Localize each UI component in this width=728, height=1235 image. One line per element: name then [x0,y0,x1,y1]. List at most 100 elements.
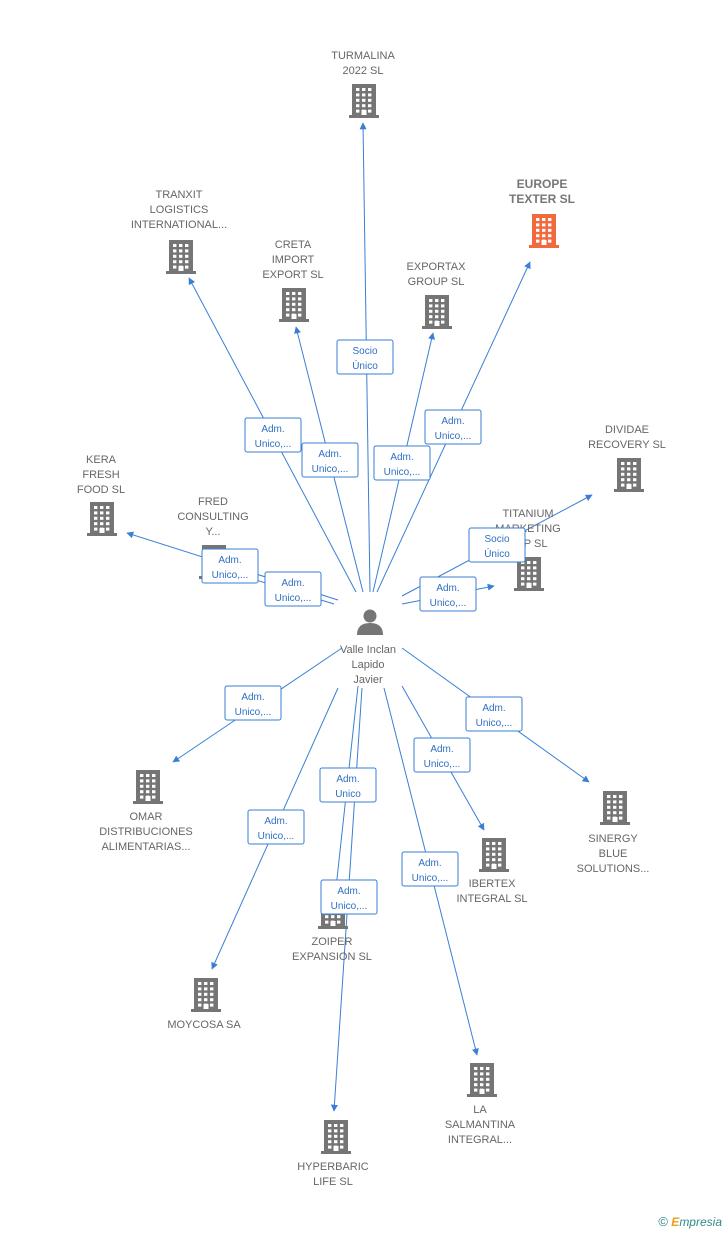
edge-label-box [319,767,377,803]
edge-label-text-line: Adm. [336,774,359,785]
edge-label-creta[interactable]: Adm. Unico,... [301,442,359,478]
edge-label-exportax[interactable]: Adm.Unico,... [373,445,431,481]
edge-label-text-line: Adm. [318,449,341,460]
company-label-line: 2022 SL [343,65,384,77]
edge-label-text-line: Unico,... [312,464,349,475]
edge-label-kera[interactable]: Adm.Unico,... [201,548,259,584]
edge-label-text-line: Unico,... [435,431,472,442]
building-icon[interactable] [279,288,309,322]
edge-label-text: Adm.Unico,... [275,578,312,604]
edge-label-text: Adm. Unico,... [235,692,272,718]
building-icon[interactable] [191,978,221,1012]
building-icon[interactable] [529,214,559,248]
edge-label-text-line: Adm. [261,424,284,435]
edge-label-box [244,417,302,453]
company-label-line: LOGISTICS [150,204,209,216]
edge-label-europe[interactable]: Adm. Unico,... [424,409,482,445]
building-icon[interactable] [166,240,196,274]
edge-label-text-line: Unico,... [430,598,467,609]
edge-label-lasalmantina[interactable]: Adm.Unico,... [401,851,459,887]
company-label-line: FOOD SL [77,484,125,496]
edge-label-text-line: Adm. [436,583,459,594]
edge-label-omar[interactable]: Adm. Unico,... [224,685,282,721]
edge-label-hyperbaric[interactable]: Adm.Unico,... [320,879,378,915]
edge-label-text-line: Unico,... [235,707,272,718]
edge-label-text: Adm.Unico,... [412,858,449,884]
company-label: MOYCOSA SA [167,1019,241,1031]
building-icon[interactable] [422,295,452,329]
edge-label-box [224,685,282,721]
edge-label-text-line: Adm. [281,578,304,589]
edge-label-text-line: Adm. [430,744,453,755]
building-icon[interactable] [133,770,163,804]
person-label-line: Valle Inclan [340,644,396,656]
building-icon[interactable] [479,838,509,872]
person-label-line: Lapido [351,659,384,671]
edge-label-sinergy[interactable]: Adm.Unico,... [465,696,523,732]
edge-label-box [320,879,378,915]
building-icon[interactable] [349,84,379,118]
building-icon[interactable] [87,502,117,536]
company-label-line: EXPORTAX [407,261,467,273]
edge-label-text-line: Unico [335,789,361,800]
company-label-line: TEXTER SL [509,192,575,206]
building-icon[interactable] [614,458,644,492]
company-label-line: SOLUTIONS... [577,863,650,875]
edge-label-text: Adm.Unico,... [384,452,421,478]
company-label-line: FRESH [82,469,119,481]
edge-label-box [419,576,477,612]
company-label-line: EUROPE [517,177,568,191]
company-node-moycosa[interactable]: MOYCOSA SA [167,978,241,1031]
edge-label-text-line: Unico,... [476,718,513,729]
building-icon[interactable] [467,1063,497,1097]
company-label-line: IBERTEX [469,878,517,890]
edge-label-box [201,548,259,584]
edge-label-box [336,339,394,375]
edge-label-text-line: Único [484,547,510,560]
company-node-hyperbaric[interactable]: HYPERBARIC LIFE SL [297,1120,369,1188]
edge-label-text-line: Adm. [241,692,264,703]
edge-label-box [465,696,523,732]
company-label-line: LIFE SL [313,1176,353,1188]
edge-label-titanium[interactable]: Adm. Unico,... [419,576,477,612]
edge-label-text-line: Adm. [441,416,464,427]
edge-label-text: Adm. Unico [335,774,361,800]
edge-label-moycosa[interactable]: Adm.Unico,... [247,809,305,845]
edge-label-box [424,409,482,445]
company-label-line: HYPERBARIC [297,1161,369,1173]
building-icon[interactable] [514,557,544,591]
edge-label-fred[interactable]: Adm.Unico,... [264,571,322,607]
edge-label-ibertex[interactable]: Adm.Unico,... [413,737,471,773]
edge-label-text: Adm. Unico,... [435,416,472,442]
edge-label-tranxit[interactable]: Adm.Unico,... [244,417,302,453]
company-node-turmalina[interactable]: TURMALINA 2022 SL [331,50,395,118]
company-label: HYPERBARIC LIFE SL [297,1161,369,1188]
building-icon[interactable] [321,1120,351,1154]
empresia-watermark[interactable]: © Empresia [658,1214,722,1229]
company-label-line: LA [473,1104,487,1116]
edge-label-zoiper[interactable]: Adm. Unico [319,767,377,803]
edge-label-box [401,851,459,887]
building-icon[interactable] [600,791,630,825]
company-label-line: TURMALINA [331,50,395,62]
edge-label-text: Adm. Unico,... [430,583,467,609]
company-label-line: EXPANSION SL [292,951,372,963]
